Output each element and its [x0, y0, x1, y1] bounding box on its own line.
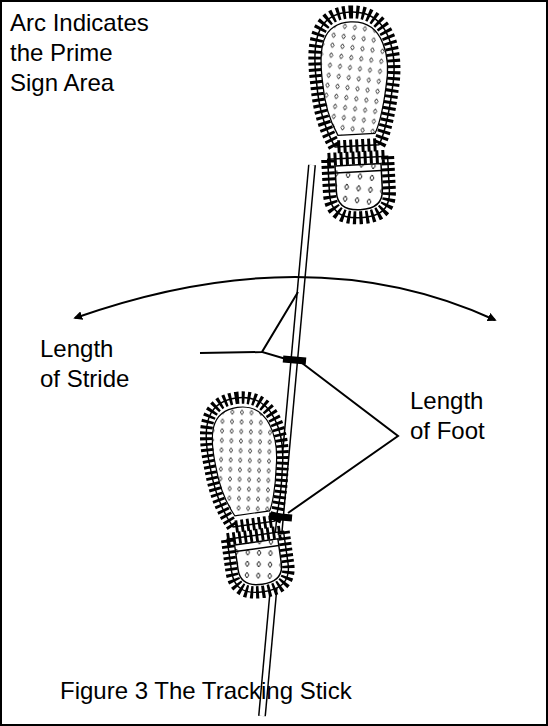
stick-mark	[269, 516, 292, 518]
leader-line	[200, 292, 298, 359]
leader-line	[288, 363, 398, 513]
dimension-label: Length of Stride	[40, 334, 135, 394]
dimension-label: Length of Foot	[410, 386, 505, 446]
boot-print-bottom	[200, 393, 301, 597]
stick-mark	[283, 359, 306, 361]
note-label: Arc Indicates the Prime Sign Area	[10, 8, 156, 98]
boot-print-top	[312, 10, 401, 220]
figure-caption: Figure 3 The Tracking Stick	[60, 676, 352, 706]
